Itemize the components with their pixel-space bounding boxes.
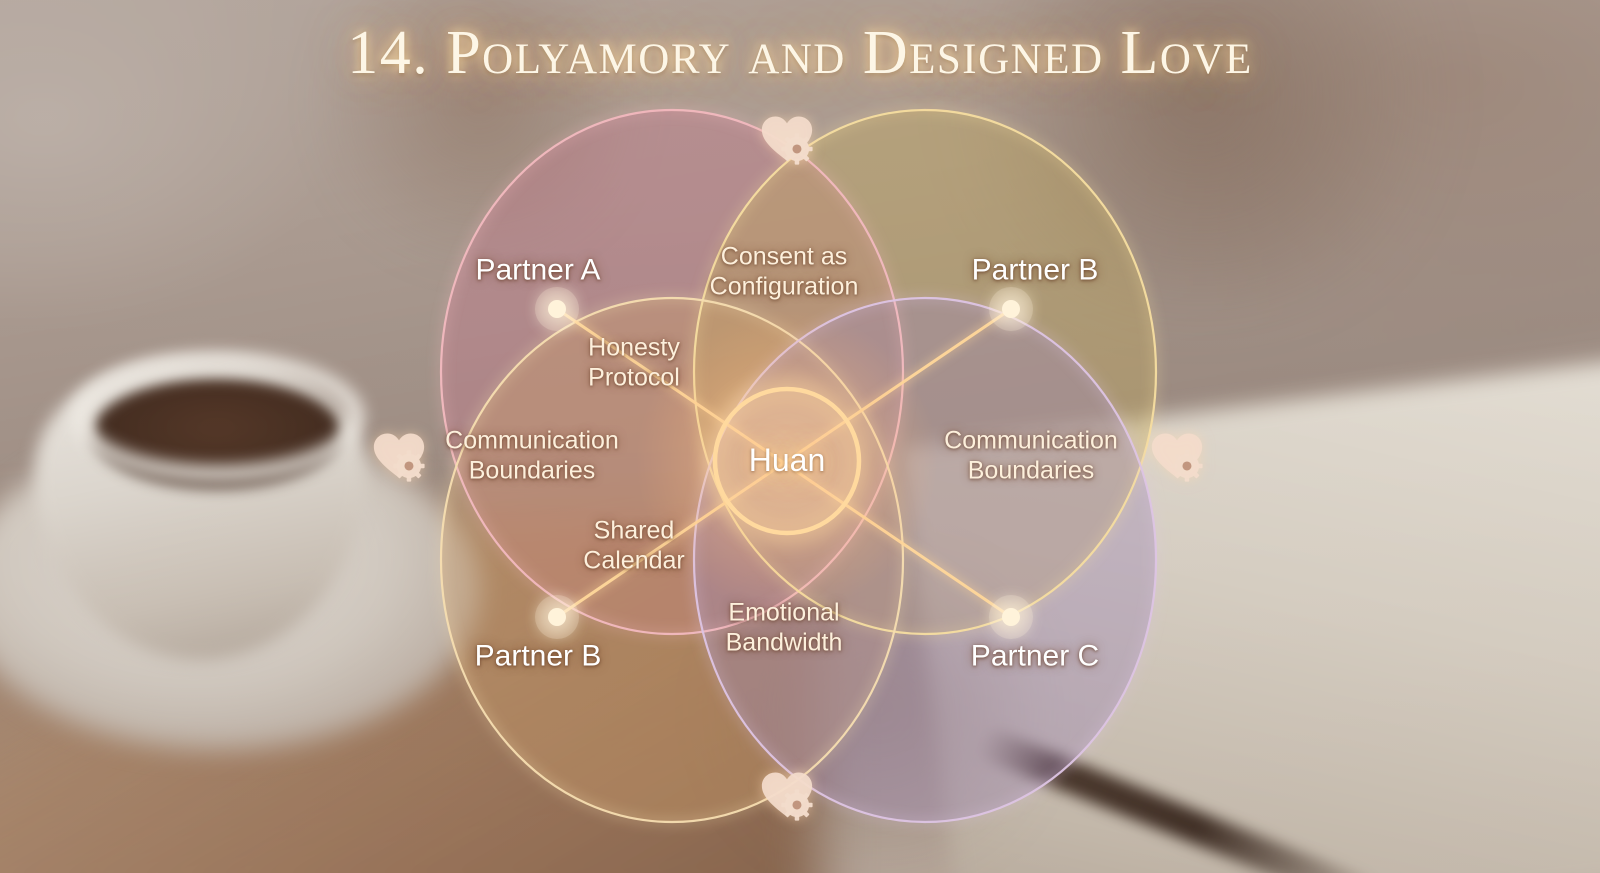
heart-gear-icon [371,430,427,482]
partner-node-3[interactable] [535,595,579,639]
heart-gear-icon [1149,430,1205,482]
partner-node-dot [1002,300,1020,318]
partner-node-4[interactable] [989,595,1033,639]
heart-gear-icon [759,113,815,165]
partner-node-dot [548,300,566,318]
partner-node-dot [548,608,566,626]
center-ring [712,386,862,536]
page-title: 14. Polyamory and Designed Love [347,19,1253,87]
partner-node-dot [1002,608,1020,626]
venn-circle-outline-c [439,296,905,824]
heart-gear-icon [759,769,815,821]
partner-node-2[interactable] [989,287,1033,331]
partner-node-1[interactable] [535,287,579,331]
background-blur-blob [330,0,630,280]
